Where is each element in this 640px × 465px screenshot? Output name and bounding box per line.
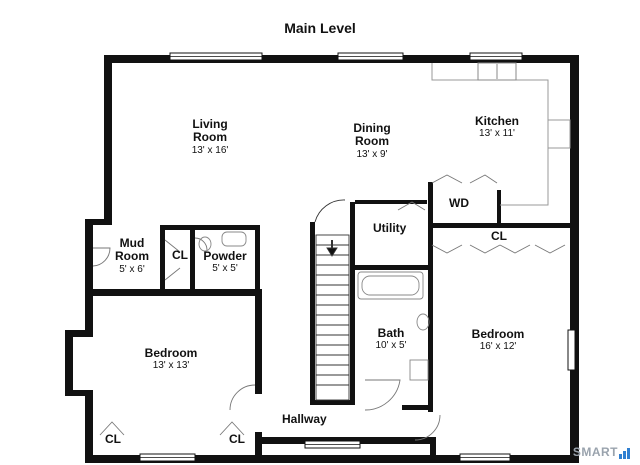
page-title: Main Level — [284, 20, 356, 36]
stairs — [314, 199, 350, 401]
room-mud: Mud Room 5' x 6' — [103, 236, 161, 275]
label-cl-kitchen: CL — [491, 229, 507, 243]
room-mud-name-1: Mud — [119, 236, 145, 250]
room-bedroom-left: Bedroom 13' x 13' — [131, 346, 211, 372]
room-bath-name: Bath — [377, 326, 405, 340]
label-cl-left2: CL — [229, 432, 245, 446]
doors — [92, 174, 566, 441]
room-powder-name: Powder — [203, 249, 247, 263]
room-living-name-2: Room — [193, 130, 227, 145]
label-hallway: Hallway — [282, 412, 327, 426]
brand-bar-2 — [623, 451, 626, 459]
room-bedroom-right-name: Bedroom — [471, 327, 525, 341]
brand-text: SMART — [572, 445, 618, 459]
room-bedroom-left-name: Bedroom — [144, 346, 198, 360]
brand-bar-3 — [627, 448, 630, 459]
label-cl-left1: CL — [105, 432, 121, 446]
room-mud-name-2: Room — [115, 249, 149, 264]
room-dining-dims: 13' x 9' — [356, 148, 388, 160]
room-dining-name-2: Room — [355, 134, 389, 149]
label-cl-mud: CL — [172, 248, 188, 262]
kitchen-counter — [431, 62, 571, 206]
room-bath: Bath 10' x 5' — [361, 326, 421, 352]
room-bath-dims: 10' x 5' — [375, 340, 407, 352]
room-mud-dims: 5' x 6' — [119, 263, 145, 275]
fixtures — [198, 231, 430, 381]
label-wd: WD — [449, 196, 469, 210]
room-living-dims: 13' x 16' — [191, 144, 229, 156]
room-kitchen: Kitchen 13' x 11' — [457, 114, 537, 140]
room-kitchen-name: Kitchen — [474, 114, 519, 128]
room-dining-name-1: Dining — [353, 121, 391, 135]
windows — [139, 52, 576, 462]
room-bedroom-right: Bedroom 16' x 12' — [458, 327, 538, 353]
label-utility: Utility — [373, 221, 407, 235]
brand-logo: SMART — [573, 445, 630, 459]
room-living-name-1: Living — [192, 117, 228, 131]
room-kitchen-dims: 13' x 11' — [479, 128, 515, 140]
room-powder: Powder 5' x 5' — [195, 249, 255, 275]
room-dining: Dining Room 13' x 9' — [332, 121, 412, 160]
room-bedroom-left-dims: 13' x 13' — [152, 360, 190, 372]
brand-bar-1 — [619, 454, 622, 459]
room-bedroom-right-dims: 16' x 12' — [479, 341, 517, 353]
room-living: Living Room 13' x 16' — [170, 117, 250, 156]
interior-walls — [160, 182, 575, 412]
room-powder-dims: 5' x 5' — [212, 263, 238, 275]
